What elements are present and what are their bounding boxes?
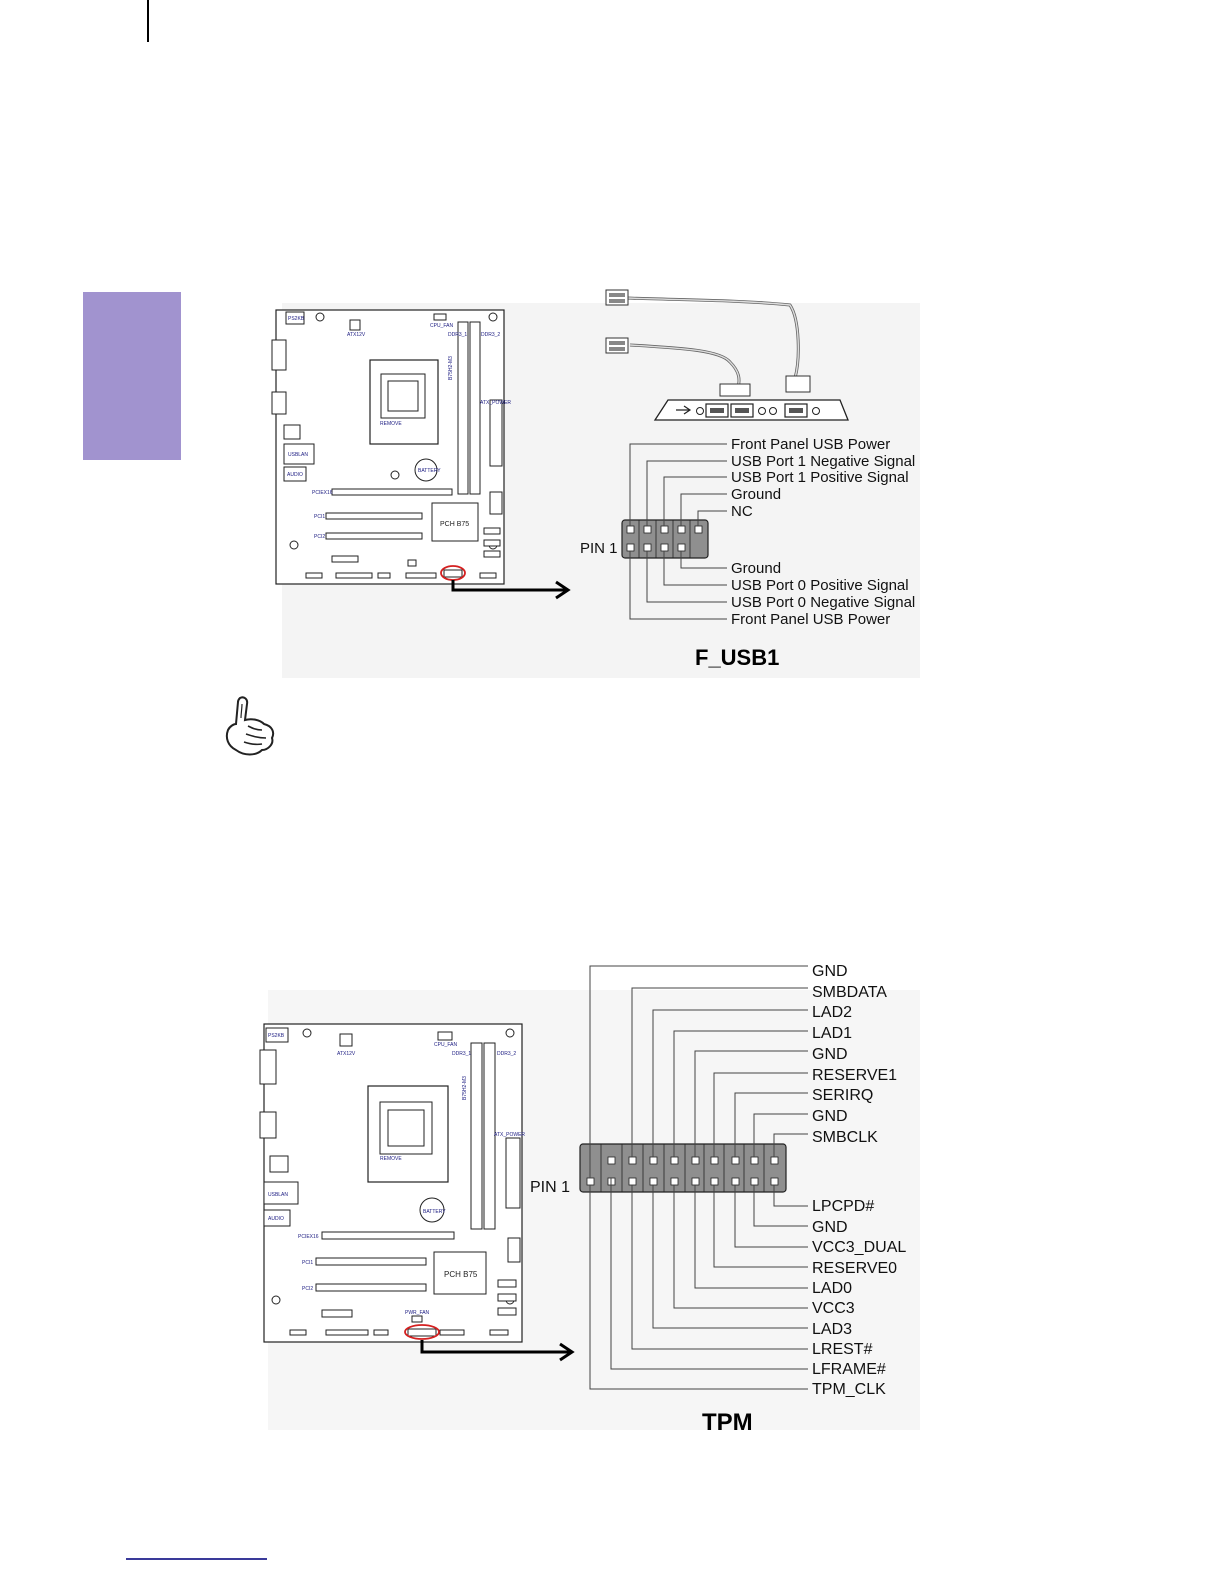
- usb-bracket-illustration: [605, 289, 849, 421]
- chapter-side-tab: [83, 292, 181, 460]
- board-label-usblan: USBLAN: [288, 452, 308, 458]
- board-label-pch: PCH B75: [440, 521, 469, 528]
- tpm-pin1-label: PIN 1: [530, 1179, 570, 1196]
- tpm-board-label-ddr2: DDR3_2: [497, 1051, 516, 1057]
- tpm-board-label-atx12v: ATX12V: [337, 1051, 356, 1057]
- motherboard-diagram-bottom: PS2KB ATX12V CPU_FAN USBLAN AUDIO REMOVE…: [259, 990, 920, 1430]
- tpm-board-label-pci1: PCI1: [302, 1260, 313, 1266]
- usb-pin-header: [621, 519, 709, 559]
- tpm-board-label-pciex16: PCIEX16: [298, 1234, 319, 1240]
- tpm-board-label-pci2: PCI2: [302, 1286, 313, 1292]
- tpm-label-bottom-9: TPM_CLK: [812, 1381, 886, 1398]
- usb-label-top-0: Front Panel USB Power: [731, 436, 890, 453]
- usb-label-top-3: Ground: [731, 486, 781, 503]
- usb-pin1-label: PIN 1: [580, 540, 618, 557]
- arrow-right-icon: [451, 580, 571, 600]
- board-label-cpufan: CPU_FAN: [430, 323, 453, 329]
- tpm-figure-svg: PS2KB ATX12V CPU_FAN USBLAN AUDIO REMOVE…: [259, 963, 920, 1436]
- tpm-label-top-8: SMBCLK: [812, 1129, 878, 1146]
- footer-rule: [126, 1558, 267, 1560]
- tpm-label-bottom-8: LFRAME#: [812, 1361, 886, 1378]
- board-label-battery: BATTERY: [418, 468, 441, 474]
- board-label-audio: AUDIO: [287, 472, 303, 478]
- usb-label-bottom-3: Front Panel USB Power: [731, 611, 890, 628]
- usb-bottom-labels: Ground USB Port 0 Positive Signal USB Po…: [731, 560, 915, 628]
- tpm-board-label-battery: BATTERY: [423, 1209, 446, 1215]
- usb-header-figure: PS2KB ATX12V CPU_FAN USBLAN AUDIO REMOVE…: [0, 0, 1224, 690]
- usb-label-top-1: USB Port 1 Negative Signal: [731, 453, 915, 470]
- tpm-board-label-ps2: PS2KB: [268, 1033, 285, 1039]
- tpm-top-labels: GND SMBDATA LAD2 LAD1 GND RESERVE1 SERIR…: [812, 963, 897, 1146]
- usb-label-bottom-0: Ground: [731, 560, 781, 577]
- tpm-board-label-usblan: USBLAN: [268, 1192, 288, 1198]
- usb-figure-caption: F_USB1: [695, 645, 779, 670]
- tpm-board-label-model: B75H2-M3: [462, 1076, 468, 1100]
- tpm-label-top-0: GND: [812, 963, 848, 980]
- usb-label-top-2: USB Port 1 Positive Signal: [731, 469, 909, 486]
- usb-top-labels: Front Panel USB Power USB Port 1 Negativ…: [731, 436, 915, 520]
- tpm-label-bottom-3: RESERVE0: [812, 1260, 897, 1277]
- board-label-remove: REMOVE: [380, 421, 402, 427]
- tpm-bottom-labels: LPCPD# GND VCC3_DUAL RESERVE0 LAD0 VCC3 …: [812, 1198, 906, 1398]
- board-label-ps2: PS2KB: [288, 316, 305, 322]
- tpm-label-top-4: GND: [812, 1046, 848, 1063]
- usb-label-bottom-1: USB Port 0 Positive Signal: [731, 577, 909, 594]
- tpm-board-label-ddr1: DDR3_1: [452, 1051, 471, 1057]
- tpm-label-top-2: LAD2: [812, 1004, 852, 1021]
- usb-label-bottom-2: USB Port 0 Negative Signal: [731, 594, 915, 611]
- tpm-label-bottom-4: LAD0: [812, 1280, 852, 1297]
- usb-figure-svg: PS2KB ATX12V CPU_FAN USBLAN AUDIO REMOVE…: [271, 289, 920, 678]
- tpm-label-top-3: LAD1: [812, 1025, 852, 1042]
- board-label-pci1: PCI1: [314, 514, 325, 520]
- tpm-board-label-remove: REMOVE: [380, 1156, 402, 1162]
- tpm-label-top-7: GND: [812, 1108, 848, 1125]
- tpm-board-label-atxpower: ATX_POWER: [494, 1132, 525, 1138]
- tpm-header-highlight: [404, 1324, 440, 1340]
- tpm-label-bottom-7: LREST#: [812, 1341, 873, 1358]
- tpm-label-bottom-0: LPCPD#: [812, 1198, 874, 1215]
- tpm-label-bottom-5: VCC3: [812, 1300, 855, 1317]
- board-label-atxpower: ATX_POWER: [480, 400, 511, 406]
- tpm-label-top-6: SERIRQ: [812, 1087, 873, 1104]
- tpm-arrow-right-icon: [420, 1340, 575, 1362]
- board-label-pciex16: PCIEX16: [312, 490, 333, 496]
- tpm-label-bottom-2: VCC3_DUAL: [812, 1239, 906, 1256]
- tpm-board-label-pch: PCH B75: [444, 1270, 478, 1279]
- tpm-board-label-pwrfan: PWR_FAN: [405, 1310, 430, 1316]
- tpm-label-bottom-1: GND: [812, 1219, 848, 1236]
- board-label-pci2: PCI2: [314, 534, 325, 540]
- board-label-model: B75H2-M3: [448, 356, 454, 380]
- tpm-board-label-cpufan: CPU_FAN: [434, 1042, 457, 1048]
- tpm-board-label-audio: AUDIO: [268, 1216, 284, 1222]
- usb-label-top-4: NC: [731, 503, 753, 520]
- motherboard-diagram-top: PS2KB ATX12V CPU_FAN USBLAN AUDIO REMOVE…: [271, 303, 920, 678]
- top-margin-rule: [147, 0, 149, 42]
- tpm-label-top-5: RESERVE1: [812, 1067, 897, 1084]
- tpm-figure-caption: TPM: [702, 1409, 753, 1436]
- tpm-label-bottom-6: LAD3: [812, 1321, 852, 1338]
- board-label-ddr2: DDR3_2: [481, 332, 500, 338]
- pointing-hand-icon: [225, 696, 275, 756]
- tpm-label-top-1: SMBDATA: [812, 984, 887, 1001]
- board-label-ddr1: DDR3_1: [448, 332, 467, 338]
- board-label-atx12v: ATX12V: [347, 332, 366, 338]
